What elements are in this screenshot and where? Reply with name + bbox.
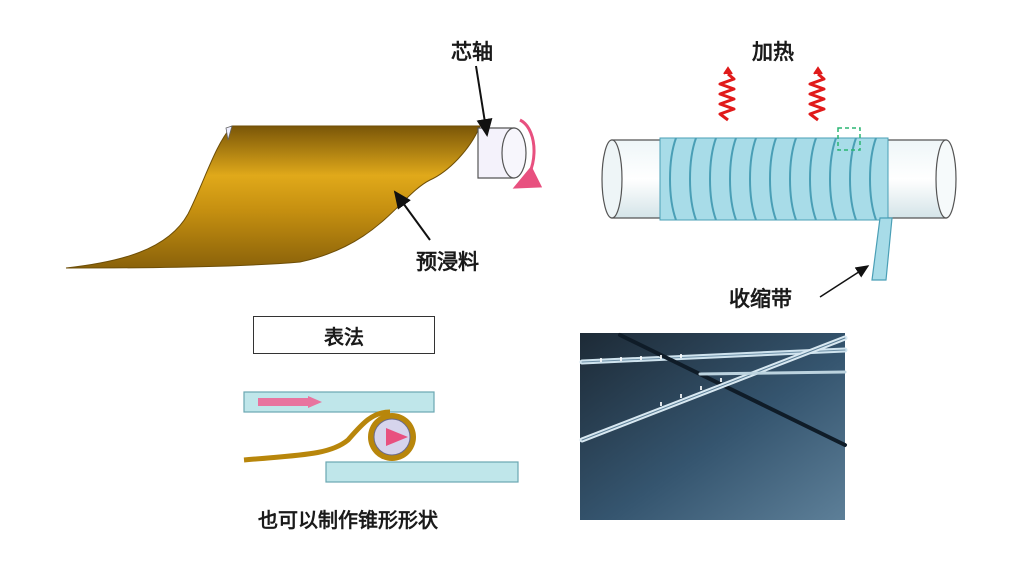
shrink-tape-label: 收缩带 (729, 287, 792, 311)
prepreg-strip (243, 409, 391, 463)
prepreg-label: 预浸料 (416, 250, 479, 274)
taper-note: 也可以制作锥形形状 (258, 508, 438, 532)
detail-marker (837, 127, 861, 151)
heat-wave-icon (718, 66, 736, 122)
surface-method-box: 表法 (253, 316, 435, 354)
rotation-arrow-icon (512, 118, 543, 189)
mandrel-cylinder (477, 127, 527, 179)
shrink-tape-tail (871, 217, 893, 281)
direction-arrow-icon (258, 396, 322, 408)
rolling-mandrel (368, 413, 416, 461)
heating-label: 加热 (752, 40, 794, 64)
mandrel-pointer (475, 65, 493, 137)
heat-wave-icon (808, 66, 826, 122)
top-plate (243, 391, 435, 413)
shrink-tape-wraps (659, 137, 889, 221)
prepreg-sheet (65, 125, 481, 269)
product-photo (579, 333, 848, 520)
mandrel-label: 芯轴 (451, 40, 493, 64)
bottom-plate (325, 461, 519, 483)
prepreg-pointer (393, 190, 431, 241)
shrink-tape-pointer (819, 265, 870, 298)
